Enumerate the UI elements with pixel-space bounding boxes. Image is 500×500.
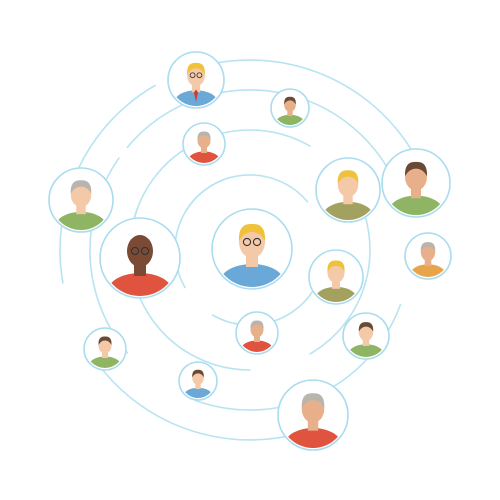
neck <box>201 146 207 153</box>
head <box>358 323 374 341</box>
neck <box>191 82 201 93</box>
shirt <box>241 340 273 352</box>
hair <box>420 242 436 252</box>
glasses-icon <box>242 237 252 247</box>
grey-hair-person-2 <box>277 379 349 451</box>
head <box>70 181 92 208</box>
hair <box>187 62 205 75</box>
tie-icon <box>193 89 199 102</box>
shirt <box>188 151 220 163</box>
hair <box>238 223 266 241</box>
orbit-arc <box>126 89 402 197</box>
shirt <box>285 428 341 448</box>
orbit-arc <box>184 174 309 214</box>
head <box>192 370 204 386</box>
grey-hair-person <box>235 311 279 355</box>
small-person-2 <box>83 327 127 371</box>
bald-glasses-person <box>99 217 181 299</box>
avatar-group <box>48 51 452 451</box>
orbit-arc <box>184 59 416 156</box>
shirt <box>389 195 443 215</box>
head <box>187 64 205 87</box>
neck <box>195 382 201 390</box>
hair <box>404 161 428 177</box>
hair <box>301 393 325 409</box>
top-person-tie <box>167 51 225 109</box>
shirt <box>410 264 446 277</box>
bald-person <box>182 122 226 166</box>
head <box>405 163 427 191</box>
neck <box>307 418 319 431</box>
shirt <box>322 201 374 220</box>
hair <box>70 180 92 194</box>
glasses-icon <box>140 246 150 256</box>
blond-person-2 <box>308 249 364 305</box>
shirt <box>220 264 284 287</box>
small-person <box>270 88 310 128</box>
neck <box>332 279 340 289</box>
head <box>327 261 345 283</box>
neck <box>76 203 86 215</box>
center-person <box>211 208 293 290</box>
shirt <box>183 387 213 398</box>
shirt <box>89 356 121 368</box>
glasses-icon <box>189 72 196 79</box>
hair <box>98 336 112 345</box>
shirt <box>314 286 358 302</box>
head <box>420 243 436 261</box>
neck <box>343 193 353 205</box>
glasses-icon <box>252 237 262 247</box>
blond-person <box>315 157 381 223</box>
shirt <box>55 211 107 230</box>
hair <box>358 322 374 332</box>
neck <box>287 109 293 117</box>
head <box>98 337 112 354</box>
hair <box>250 320 264 329</box>
head <box>239 226 265 258</box>
neck <box>102 351 108 358</box>
hair <box>192 369 204 378</box>
bearded-person <box>381 148 451 218</box>
glasses-icon <box>130 246 140 256</box>
hair <box>327 260 345 272</box>
hair <box>197 131 211 140</box>
glasses-icon <box>196 72 203 79</box>
small-person-3 <box>178 361 218 401</box>
head <box>301 395 325 423</box>
head <box>284 97 296 113</box>
shirt <box>108 273 172 296</box>
head <box>250 321 264 338</box>
hair <box>337 170 359 184</box>
neck <box>254 335 260 342</box>
old-person <box>404 232 452 280</box>
shirt <box>275 114 305 125</box>
mustache-person <box>48 167 114 233</box>
shirt <box>348 344 384 357</box>
head <box>127 235 153 267</box>
shirt <box>174 90 218 106</box>
small-person-4 <box>342 312 390 360</box>
head <box>197 132 211 149</box>
neck <box>424 258 432 266</box>
head <box>337 171 359 198</box>
neck <box>362 338 370 346</box>
neck <box>410 186 422 199</box>
hair <box>284 96 296 105</box>
